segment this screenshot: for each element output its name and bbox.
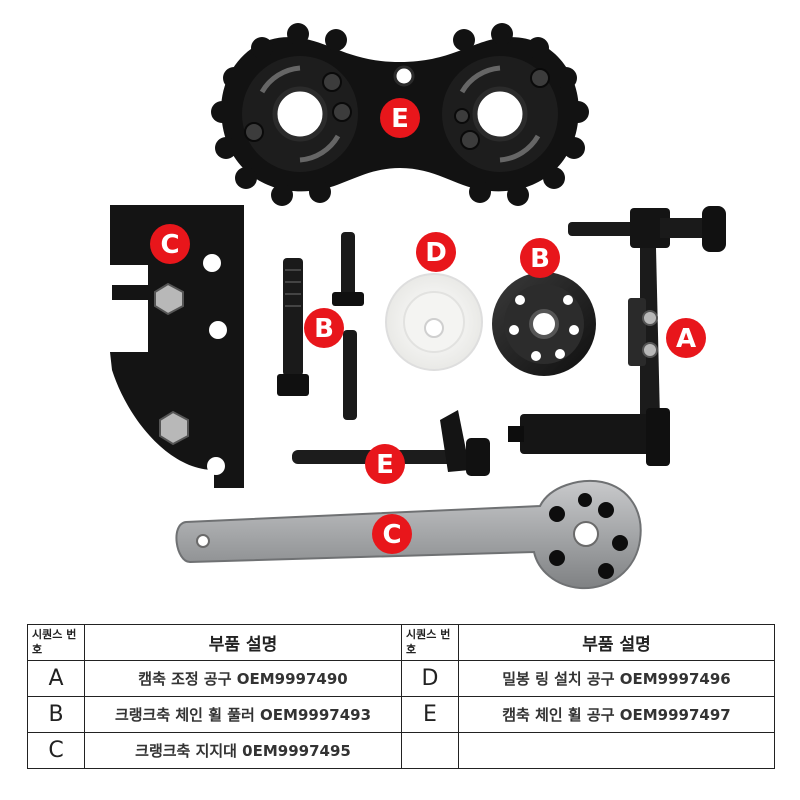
desc-header-right: 부품 설명 xyxy=(458,624,775,661)
svg-text:B: B xyxy=(314,314,334,344)
svg-text:B: B xyxy=(530,244,550,274)
table-header-row: 시퀀스 번호 부품 설명 시퀀스 번호 부품 설명 xyxy=(27,624,775,661)
puller-hub xyxy=(492,272,596,376)
svg-text:E: E xyxy=(376,450,394,480)
seq-header-right: 시퀀스 번호 xyxy=(401,624,459,661)
label-e-pin: E xyxy=(365,444,405,484)
part-code: D xyxy=(401,660,459,697)
svg-text:C: C xyxy=(160,230,179,260)
seal-ring-installer xyxy=(385,273,483,371)
part-description: 캠축 체인 휠 공구 OEM9997497 xyxy=(458,696,775,733)
camshaft-adjuster xyxy=(508,206,726,466)
part-description: 크랭크축 지지대 0EM9997495 xyxy=(84,732,402,769)
table-row: B 크랭크축 체인 휠 풀러 OEM9997493 E 캠축 체인 휠 공구 O… xyxy=(27,696,775,733)
parts-table: 시퀀스 번호 부품 설명 시퀀스 번호 부품 설명 A 캠축 조정 공구 OEM… xyxy=(27,624,775,769)
svg-text:C: C xyxy=(382,520,401,550)
label-b-hub: B xyxy=(520,238,560,278)
label-c-bracket: C xyxy=(150,224,190,264)
puller-bolts xyxy=(277,232,364,420)
product-photo: E C B D B A E C xyxy=(110,23,726,590)
part-description: 밀봉 링 설치 공구 OEM9997496 xyxy=(458,660,775,697)
label-b-bolt: B xyxy=(304,308,344,348)
part-code: B xyxy=(27,696,85,733)
svg-text:A: A xyxy=(676,324,696,354)
part-description xyxy=(458,732,775,769)
svg-text:E: E xyxy=(391,104,409,134)
table-row: C 크랭크축 지지대 0EM9997495 xyxy=(27,732,775,769)
crankshaft-support-bracket xyxy=(110,205,244,488)
part-code: C xyxy=(27,732,85,769)
desc-header-left: 부품 설명 xyxy=(84,624,402,661)
label-c-wrench: C xyxy=(372,514,412,554)
table-row: A 캠축 조정 공구 OEM9997490 D 밀봉 링 설치 공구 OEM99… xyxy=(27,660,775,697)
part-code: A xyxy=(27,660,85,697)
label-a-adjuster: A xyxy=(666,318,706,358)
label-e-top: E xyxy=(380,98,420,138)
svg-text:D: D xyxy=(425,238,447,268)
label-d-plastic: D xyxy=(416,232,456,272)
part-description: 크랭크축 체인 휠 풀러 OEM9997493 xyxy=(84,696,402,733)
locking-pin-tool xyxy=(292,410,490,476)
part-description: 캠축 조정 공구 OEM9997490 xyxy=(84,660,402,697)
part-code xyxy=(401,732,459,769)
part-code: E xyxy=(401,696,459,733)
seq-header-left: 시퀀스 번호 xyxy=(27,624,85,661)
